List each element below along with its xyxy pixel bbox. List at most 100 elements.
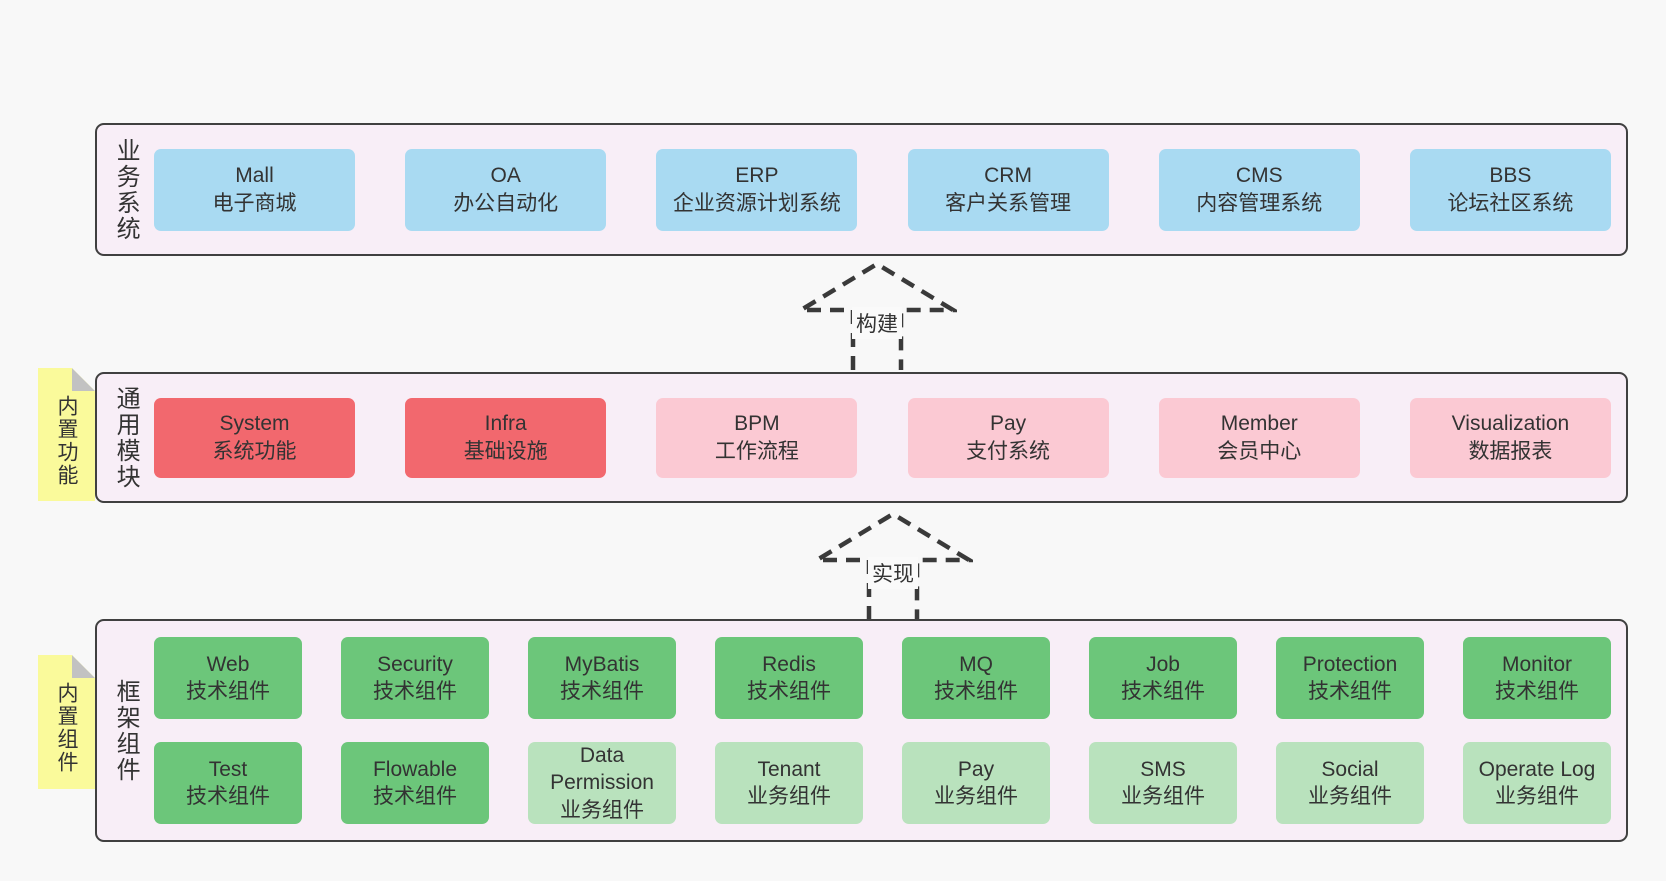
box-subtitle: 办公自动化 (453, 191, 559, 215)
box-pay-biz: Pay 业务组件 (902, 742, 1050, 824)
box-subtitle: 工作流程 (714, 439, 799, 463)
box-subtitle: 技术组件 (186, 785, 270, 808)
box-title: Infra (484, 412, 527, 436)
arrow-label: 构建 (852, 306, 902, 339)
box-subtitle: 技术组件 (1495, 680, 1579, 703)
sticky-note-text: 内置组件 (55, 682, 79, 774)
build-arrow: 构建 (797, 258, 957, 370)
box-subtitle: 技术组件 (560, 680, 644, 703)
box-subtitle: 支付系统 (966, 439, 1051, 463)
box-test: Test 技术组件 (154, 742, 302, 824)
components-row-2: Test 技术组件 Flowable 技术组件 Data Permission … (154, 742, 1611, 824)
box-redis: Redis 技术组件 (715, 637, 863, 719)
sticky-note-builtin-features: 内置功能 (38, 368, 95, 501)
box-title: Data Permission (550, 744, 654, 795)
business-rows: Mall 电子商城 OA 办公自动化 ERP 企业资源计划系统 CRM 客户关系… (154, 125, 1611, 254)
common-modules-section: 通用模块 System 系统功能 Infra 基础设施 BPM 工作流程 Pay (95, 372, 1628, 503)
box-subtitle: 技术组件 (373, 680, 457, 703)
sticky-note-text: 内置功能 (55, 395, 79, 487)
box-title: Member (1220, 412, 1298, 436)
box-title: Operate Log (1478, 757, 1596, 781)
box-sms: SMS 业务组件 (1089, 742, 1237, 824)
box-title: CRM (984, 164, 1032, 188)
box-protection: Protection 技术组件 (1276, 637, 1424, 719)
box-title: Visualization (1451, 412, 1570, 436)
box-title: Mall (235, 164, 274, 188)
box-operate-log: Operate Log 业务组件 (1463, 742, 1611, 824)
business-systems-section: 业务系统 Mall 电子商城 OA 办公自动化 ERP 企业资源计划系统 CRM (95, 123, 1628, 256)
box-tenant: Tenant 业务组件 (715, 742, 863, 824)
box-crm: CRM 客户关系管理 (907, 148, 1109, 231)
section-label-text: 框架组件 (112, 678, 140, 783)
sticky-note-builtin-components: 内置组件 (38, 655, 95, 789)
framework-components-section: 框架组件 Web 技术组件 Security 技术组件 MyBatis 技术组件… (95, 619, 1628, 842)
box-bpm: BPM 工作流程 (656, 397, 858, 478)
box-subtitle: 业务组件 (1121, 785, 1205, 808)
box-mall: Mall 电子商城 (154, 148, 355, 231)
box-subtitle: 技术组件 (747, 680, 831, 703)
box-title: Social (1321, 757, 1379, 781)
components-rows: Web 技术组件 Security 技术组件 MyBatis 技术组件 Redi… (154, 621, 1611, 840)
box-title: Monitor (1501, 652, 1573, 676)
section-label-modules: 通用模块 (97, 374, 154, 501)
box-subtitle: 电子商城 (212, 191, 297, 215)
box-subtitle: 企业资源计划系统 (672, 191, 841, 215)
box-title: BPM (734, 412, 780, 436)
box-pay: Pay 支付系统 (907, 397, 1109, 478)
box-subtitle: 客户关系管理 (945, 191, 1072, 215)
box-title: Tenant (757, 757, 821, 781)
section-label-text: 业务系统 (112, 137, 140, 242)
implement-arrow: 实现 (813, 508, 973, 620)
box-title: SMS (1140, 757, 1186, 781)
box-social: Social 业务组件 (1276, 742, 1424, 824)
box-oa: OA 办公自动化 (405, 148, 607, 231)
box-subtitle: 系统功能 (212, 439, 297, 463)
box-system: System 系统功能 (154, 397, 355, 478)
box-subtitle: 技术组件 (186, 680, 270, 703)
business-row: Mall 电子商城 OA 办公自动化 ERP 企业资源计划系统 CRM 客户关系… (154, 148, 1611, 231)
box-title: BBS (1489, 164, 1532, 188)
box-security: Security 技术组件 (341, 637, 489, 719)
box-subtitle: 业务组件 (1308, 785, 1392, 808)
box-subtitle: 基础设施 (463, 439, 548, 463)
box-title: Security (377, 652, 453, 676)
box-title: ERP (735, 164, 779, 188)
section-label-text: 通用模块 (112, 385, 140, 490)
box-title: Protection (1302, 652, 1398, 676)
box-subtitle: 技术组件 (934, 680, 1018, 703)
box-subtitle: 会员中心 (1217, 439, 1302, 463)
section-label-business: 业务系统 (97, 125, 154, 254)
box-visualization: Visualization 数据报表 (1409, 397, 1611, 478)
modules-row: System 系统功能 Infra 基础设施 BPM 工作流程 Pay 支付系统… (154, 397, 1611, 478)
box-title: Job (1146, 652, 1180, 676)
box-mq: MQ 技术组件 (902, 637, 1050, 719)
box-subtitle: 业务组件 (1495, 785, 1579, 808)
box-title: Redis (762, 652, 816, 676)
arrow-label: 实现 (868, 556, 918, 589)
box-title: Web (206, 652, 250, 676)
components-row-1: Web 技术组件 Security 技术组件 MyBatis 技术组件 Redi… (154, 637, 1611, 719)
box-bbs: BBS 论坛社区系统 (1409, 148, 1611, 231)
box-cms: CMS 内容管理系统 (1158, 148, 1360, 231)
box-mybatis: MyBatis 技术组件 (528, 637, 676, 719)
box-subtitle: 数据报表 (1468, 439, 1553, 463)
section-label-components: 框架组件 (97, 621, 154, 840)
box-infra: Infra 基础设施 (405, 397, 607, 478)
box-subtitle: 内容管理系统 (1196, 191, 1323, 215)
box-title: MyBatis (564, 652, 640, 676)
box-flowable: Flowable 技术组件 (341, 742, 489, 824)
box-subtitle: 技术组件 (1121, 680, 1205, 703)
box-subtitle: 技术组件 (1308, 680, 1392, 703)
box-subtitle: 业务组件 (934, 785, 1018, 808)
box-monitor: Monitor 技术组件 (1463, 637, 1611, 719)
box-title: OA (490, 164, 521, 188)
box-title: System (219, 412, 290, 436)
box-title: Test (208, 757, 248, 781)
box-subtitle: 业务组件 (747, 785, 831, 808)
box-title: MQ (959, 652, 993, 676)
box-subtitle: 技术组件 (373, 785, 457, 808)
box-title: CMS (1235, 164, 1283, 188)
box-web: Web 技术组件 (154, 637, 302, 719)
box-job: Job 技术组件 (1089, 637, 1237, 719)
